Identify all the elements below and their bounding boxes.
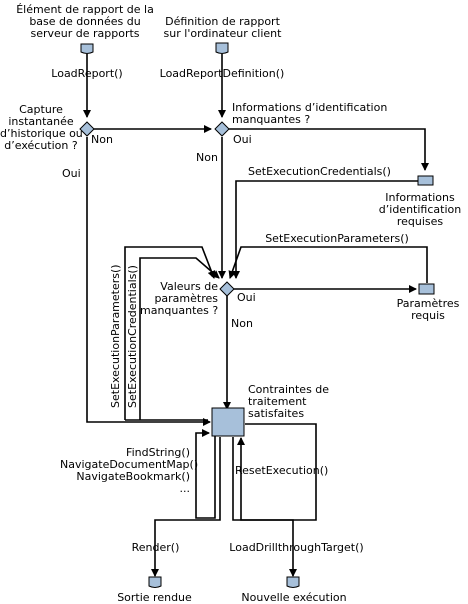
server-report-item-label: Élément de rapport de la base de données…	[16, 3, 154, 40]
credentials-required-label: Informations d’identification requises	[378, 191, 462, 228]
new-execution-label: Nouvelle exécution	[241, 591, 347, 604]
set-parameters-top-label: SetExecutionParameters()	[265, 232, 409, 245]
edge-set-credentials-vertical	[139, 257, 220, 420]
new-execution-shape	[286, 576, 300, 588]
credentials-question: Informations d’identification manquantes…	[232, 101, 388, 126]
parameters-yes-label: Oui	[237, 291, 256, 304]
reset-execution-label: ResetExecution()	[235, 464, 329, 477]
rendered-output-label: Sortie rendue	[117, 591, 192, 604]
parameters-required-shape	[418, 283, 435, 295]
parameters-decision-diamond	[219, 281, 235, 297]
edge-navigation-loop	[195, 429, 216, 519]
edge-render	[151, 437, 221, 577]
snapshot-question: Capture instantanée d’historique ou d’ex…	[0, 103, 83, 152]
load-report-label: LoadReport()	[51, 67, 123, 80]
credentials-required-shape	[417, 175, 434, 186]
parameters-required-label: Paramètres requis	[396, 297, 460, 322]
edge-set-credentials	[232, 180, 418, 279]
edge-credentials-yes	[229, 128, 429, 171]
rendered-output-shape	[148, 576, 162, 588]
parameters-question: Valeurs de paramètres manquantes ?	[140, 280, 219, 317]
set-parameters-vertical-label: SetExecutionParameters()	[109, 264, 122, 408]
client-definition-label: Définition de rapport sur l'ordinateur c…	[163, 15, 282, 40]
load-definition-label: LoadReportDefinition()	[159, 67, 285, 80]
server-item-shape	[80, 43, 94, 54]
snapshot-decision-diamond	[79, 121, 95, 137]
credentials-no-label: Non	[196, 151, 218, 164]
set-credentials-vertical-label: SetExecutionCredentials()	[126, 265, 139, 408]
drillthrough-label: LoadDrillthroughTarget()	[229, 541, 364, 554]
edge-snapshot-yes	[86, 137, 211, 426]
edge-drillthrough	[232, 437, 297, 577]
client-definition-shape	[215, 42, 229, 54]
parameters-no-label: Non	[231, 317, 253, 330]
snapshot-yes-label: Oui	[62, 167, 81, 180]
edge-set-parameters-top	[228, 246, 428, 283]
credentials-decision-diamond	[214, 121, 230, 137]
snapshot-no-label: Non	[91, 133, 113, 146]
edge-reset-loop	[237, 423, 317, 521]
constraints-label: Contraintes de traitement satisfaites	[248, 383, 330, 420]
set-credentials-top-label: SetExecutionCredentials()	[248, 165, 391, 178]
constraints-satisfied-box	[211, 407, 245, 437]
render-label: Render()	[131, 541, 180, 554]
navigation-methods-label: FindString() NavigateDocumentMap() Navig…	[60, 446, 199, 495]
edge-set-parameters-vertical	[124, 246, 216, 420]
credentials-yes-label: Oui	[233, 133, 252, 146]
